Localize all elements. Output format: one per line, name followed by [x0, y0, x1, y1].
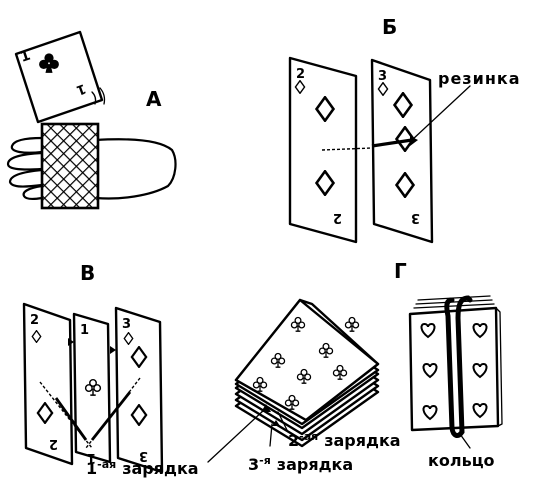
- motion-mark: [99, 87, 106, 105]
- charge-1-leader: [207, 409, 265, 463]
- panel-b: Б 2 2 3 3 резинка: [288, 15, 521, 244]
- charge-3-label: 3-я зарядка: [248, 454, 353, 474]
- stack-side: [495, 307, 503, 427]
- stack-edges: [413, 295, 495, 309]
- charge-3-number: 3: [248, 455, 259, 474]
- panel-v-card-three: 3 3: [114, 306, 164, 474]
- rubber-band-hidden: [321, 147, 373, 151]
- hand: [6, 136, 177, 200]
- clubs-icon: [344, 316, 360, 332]
- panel-v-card-one: 1 1: [72, 312, 112, 465]
- panel-a: 1 1 А: [6, 30, 177, 210]
- card-index-v-left-bottom: 2: [49, 436, 58, 451]
- card-index-v-left-top: 2: [30, 313, 39, 328]
- panel-a-label: А: [146, 87, 162, 111]
- card-index-b-left-bottom: 2: [333, 210, 342, 225]
- rubber-band: [90, 391, 132, 441]
- panel-g-label: Г: [394, 259, 407, 283]
- charge-1-number: 1: [86, 459, 97, 478]
- charge-3-word: зарядка: [277, 455, 353, 474]
- card-stack: [207, 298, 380, 463]
- charge-3-leader: [269, 423, 273, 447]
- charge-2-word: зарядка: [324, 431, 400, 450]
- panel-a-flying-card: 1 1: [14, 30, 104, 124]
- ring-label: кольцо: [428, 451, 495, 470]
- card-index-b-left-top: 2: [296, 67, 305, 82]
- ring-leader: [459, 433, 471, 449]
- arrow-head: [110, 346, 116, 354]
- charge-2-number: 2: [288, 431, 299, 450]
- rubber-band-leader: [411, 85, 471, 141]
- charge-1-word: зарядка: [122, 459, 198, 478]
- panel-b-card-three: 3 3: [370, 58, 434, 244]
- arrow-head: [68, 338, 74, 346]
- card-index-b-right-bottom: 3: [411, 210, 420, 225]
- panel-v: В 2 2 1 1 3 3: [22, 261, 164, 474]
- panel-v-label: В: [80, 261, 95, 285]
- charge-2-leader: [277, 411, 289, 433]
- charge-3-suffix: -я: [259, 454, 271, 467]
- rubber-band: [371, 138, 413, 148]
- card-back: [40, 122, 100, 210]
- card-index-b-right-top: 3: [378, 69, 387, 84]
- charge-2-suffix: -ая: [299, 430, 318, 443]
- rubber-ring: [444, 295, 473, 438]
- arrow-head: [410, 136, 418, 146]
- card-index-v-right-top: 3: [122, 317, 131, 332]
- motion-mark: [91, 91, 97, 105]
- card-index-v-mid-bottom: 1: [87, 450, 96, 465]
- charge-1-suffix: -ая: [97, 458, 116, 471]
- charge-2-label: 2-ая зарядка: [288, 430, 401, 450]
- rubber-band-label: резинка: [438, 69, 521, 88]
- charge-1-label: 1-ая зарядка: [86, 458, 199, 478]
- panel-v-card-two: 2 2: [22, 302, 74, 466]
- panel-g: Г кольцо: [394, 259, 503, 470]
- rubber-band: [54, 397, 88, 441]
- card-index-v-right-bottom: 3: [139, 448, 148, 463]
- charge-marker: [272, 420, 280, 426]
- panel-b-label: Б: [382, 15, 397, 39]
- card-index-a-top: 1: [18, 48, 32, 66]
- card-index-v-mid-top: 1: [80, 323, 89, 338]
